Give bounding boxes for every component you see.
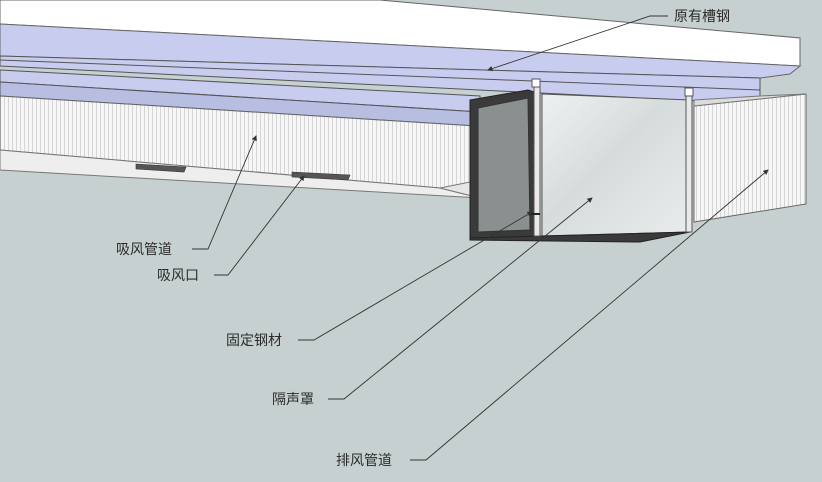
fixing-post-right	[685, 95, 693, 233]
fixing-cap-right	[684, 87, 694, 97]
exhaust-duct-top	[693, 93, 807, 107]
label-existing-channel-steel: 原有槽钢	[674, 9, 730, 25]
label-fixed-steel: 固定钢材	[226, 333, 282, 349]
beam-underside	[0, 23, 802, 79]
label-sound-hood: 隔声罩	[272, 392, 314, 408]
sound-hood	[469, 78, 694, 243]
leader-exhaust-duct	[410, 169, 769, 461]
hood-front-panel	[541, 93, 691, 237]
label-suction-duct: 吸风管道	[116, 242, 172, 258]
leader-fixed-steel	[298, 211, 533, 341]
hood-bottom	[469, 231, 691, 243]
leader-suction-duct	[192, 135, 257, 250]
leader-sound-hood	[328, 197, 593, 400]
beam-edge	[0, 59, 761, 91]
exhaust-duct	[693, 93, 807, 223]
leader-lines	[192, 15, 769, 461]
leader-existing-channel-steel	[487, 15, 668, 72]
label-suction-inlet: 吸风口	[157, 268, 199, 284]
exhaust-duct-face	[693, 93, 807, 223]
label-exhaust-duct: 排风管道	[336, 453, 392, 469]
suction-inlet-2	[291, 171, 351, 181]
fixing-cap-left	[531, 78, 541, 88]
suction-inlet-1	[135, 163, 187, 173]
leader-suction-inlet	[214, 175, 305, 276]
hood-left-panel	[477, 97, 531, 233]
existing-channel-steel	[0, 0, 802, 105]
beam-top-face	[0, 0, 801, 67]
